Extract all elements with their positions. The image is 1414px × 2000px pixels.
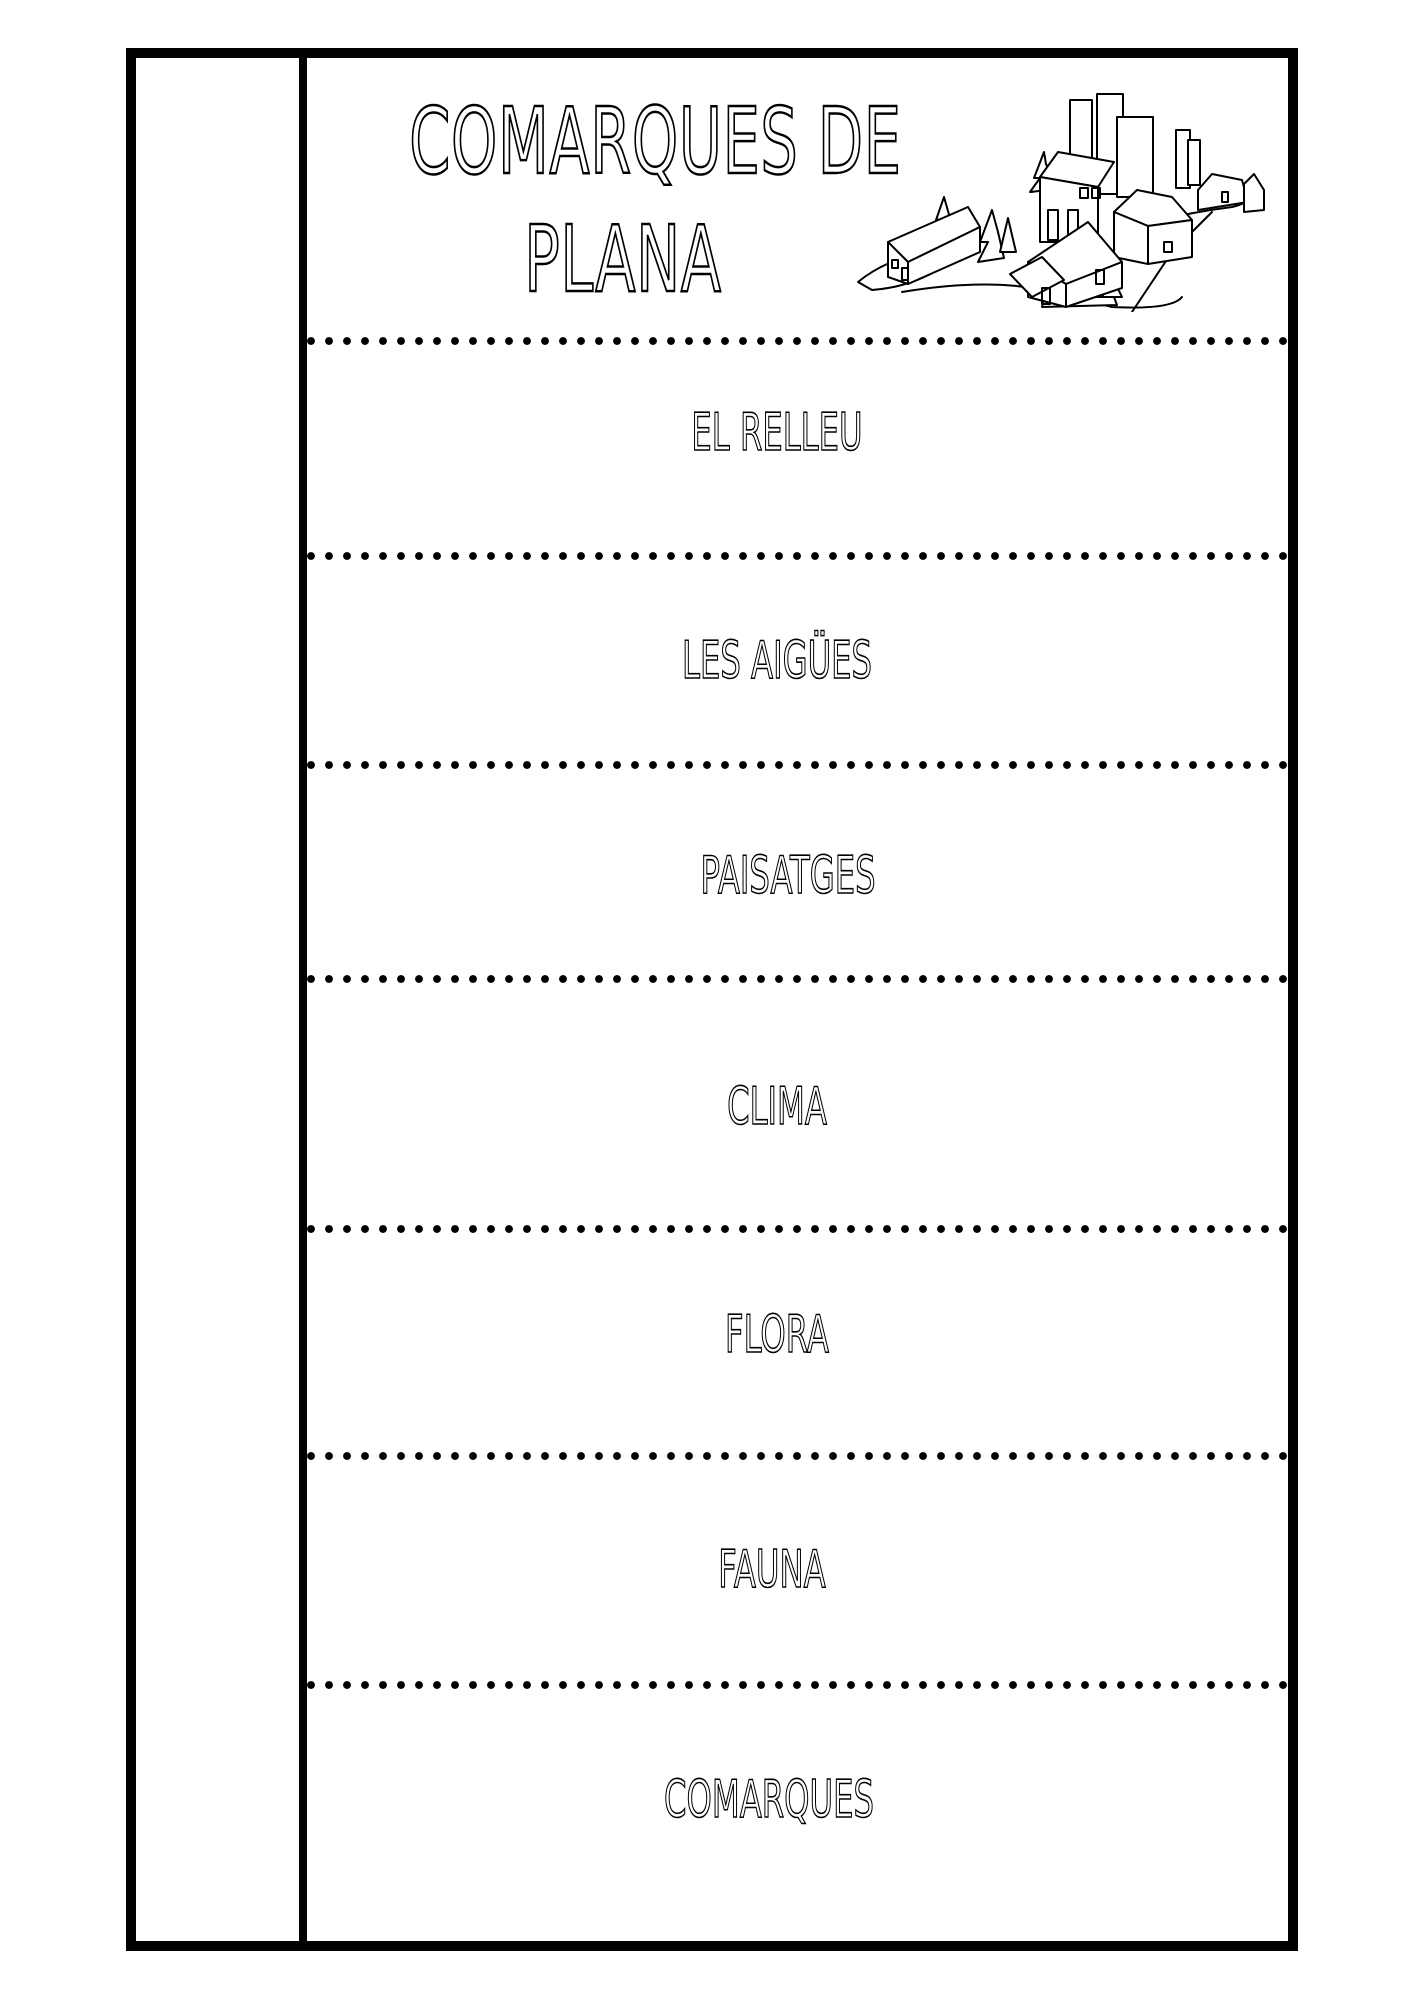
- section-label-aigues: LES AIGÜES: [681, 631, 873, 691]
- spine-divider-line: [299, 58, 307, 1941]
- town-illustration-icon: [852, 92, 1266, 313]
- fold-line-3: [307, 761, 1288, 769]
- section-label-paisatges: PAISATGES: [700, 846, 876, 906]
- section-label-relleu: EL RELLEU: [691, 403, 863, 463]
- fold-line-5: [307, 1225, 1288, 1233]
- fold-line-1: [307, 337, 1288, 345]
- fold-line-7: [307, 1681, 1288, 1689]
- page-title-line-2: PLANA: [523, 206, 722, 313]
- section-label-comarques: COMARQUES: [664, 1770, 875, 1830]
- fold-line-2: [307, 552, 1288, 560]
- fold-line-4: [307, 975, 1288, 983]
- glue-tab-spine: [136, 58, 299, 1941]
- foldable-page-frame: [126, 48, 1298, 1951]
- section-label-fauna: FAUNA: [718, 1540, 826, 1600]
- page-title-line-1: COMARQUES DE: [408, 88, 902, 195]
- fold-line-6: [307, 1452, 1288, 1460]
- section-label-flora: FLORA: [725, 1305, 830, 1365]
- section-label-clima: CLIMA: [727, 1077, 828, 1137]
